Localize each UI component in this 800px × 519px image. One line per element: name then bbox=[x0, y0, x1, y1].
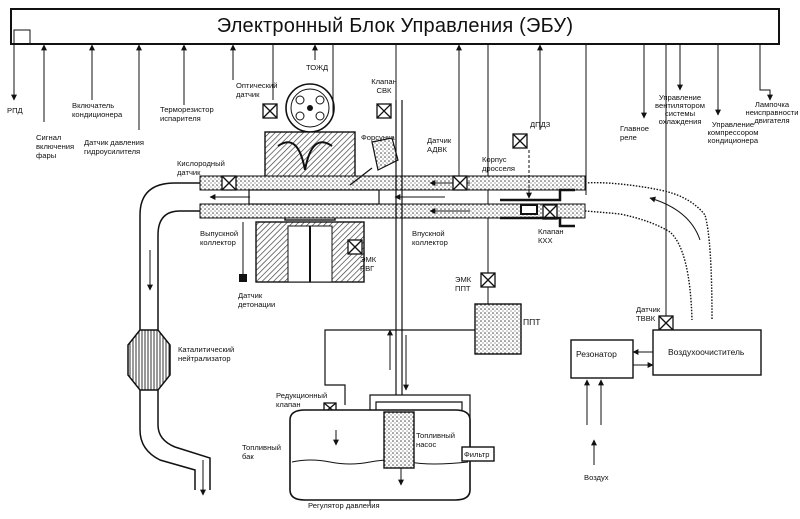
svk-valve bbox=[376, 103, 392, 119]
emk-ppt-valve bbox=[480, 272, 496, 288]
fuel-tank bbox=[289, 409, 495, 501]
optical-sensor bbox=[262, 103, 278, 119]
knock-sensor bbox=[239, 274, 247, 282]
air-duct bbox=[584, 181, 713, 321]
label-rpd: РПД bbox=[7, 106, 23, 115]
label-dpdz: ДПДЗ bbox=[530, 120, 551, 129]
label-air: Воздух bbox=[584, 473, 609, 482]
label-tozhd: ТОЖД bbox=[306, 63, 328, 72]
manifold bbox=[199, 175, 586, 219]
tvvk-sensor bbox=[658, 315, 674, 331]
air-cleaner bbox=[652, 329, 762, 376]
emk-rvg-valve bbox=[347, 239, 363, 255]
oxygen-sensor bbox=[221, 175, 237, 191]
injector bbox=[371, 137, 399, 171]
iac-valve bbox=[542, 204, 558, 220]
exhaust-system bbox=[127, 182, 211, 496]
fuel-filter bbox=[461, 446, 495, 462]
fuel-pump bbox=[383, 411, 415, 469]
label-air-cleaner: Воздухоочиститель bbox=[668, 347, 745, 357]
ecu-block: Электронный Блок Управления (ЭБУ) bbox=[10, 8, 780, 45]
throttle-body bbox=[500, 150, 575, 228]
advk-sensor bbox=[452, 175, 468, 191]
label-resonator: Резонатор bbox=[576, 349, 617, 359]
label-filter: Фильтр bbox=[464, 450, 490, 459]
label-pressure-regulator: Регулятор давления bbox=[308, 501, 380, 510]
label-ppt: ППТ bbox=[523, 317, 540, 327]
ecu-title: Электронный Блок Управления (ЭБУ) bbox=[216, 15, 574, 37]
evap-canister bbox=[474, 303, 522, 355]
resonator bbox=[570, 339, 634, 379]
label-injector: Форсунка bbox=[361, 133, 395, 142]
dpdz-sensor bbox=[512, 133, 528, 149]
